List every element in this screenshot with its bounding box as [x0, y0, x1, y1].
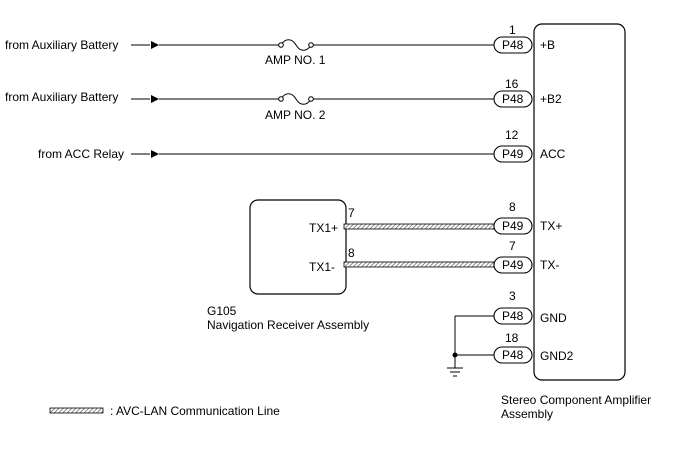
nav-pin-number: 7 — [348, 206, 355, 220]
nav-terminal-label: TX1+ — [309, 221, 338, 235]
connector-label: P48 — [502, 348, 524, 362]
fuse-icon — [280, 93, 312, 105]
terminal-label: ACC — [540, 147, 566, 161]
terminal-label: GND — [540, 311, 567, 325]
junction-dot — [452, 352, 458, 358]
terminal-label: +B2 — [540, 92, 562, 106]
connector-pill — [493, 217, 533, 235]
input-line-3: from ACC Relay 12 P49 ACC — [38, 128, 566, 163]
connector-label: P48 — [502, 309, 524, 323]
navigation-receiver-box — [249, 199, 347, 295]
input-line-2: from Auxiliary Battery AMP NO. 2 16 P48 … — [5, 77, 562, 122]
amplifier-name-line1: Stereo Component Amplifier — [501, 393, 651, 407]
comm-line-tx-minus: TX1- 8 7 P49 TX- — [309, 239, 559, 274]
connector-label: P48 — [502, 38, 524, 52]
input-line-1: from Auxiliary Battery AMP NO. 1 1 P48 +… — [5, 23, 555, 67]
ground-wiring — [447, 315, 494, 377]
input-source-label: from Auxiliary Battery — [5, 90, 118, 104]
pin-number: 8 — [509, 200, 516, 214]
amplifier-box — [533, 23, 626, 381]
avc-lan-line — [343, 223, 495, 230]
legend-label: : AVC-LAN Communication Line — [110, 404, 280, 418]
pin-number: 1 — [509, 23, 516, 37]
terminal-label: GND2 — [540, 349, 574, 363]
pin-number: 18 — [505, 331, 519, 345]
connector-pill — [493, 145, 533, 163]
nav-pin-number: 8 — [348, 246, 355, 260]
ground-line-gnd2: 18 P48 GND2 — [493, 331, 574, 364]
connector-pill — [493, 346, 533, 364]
nav-receiver-code: G105 — [207, 304, 237, 318]
fuse-label: AMP NO. 1 — [265, 53, 326, 67]
pin-number: 16 — [505, 77, 519, 91]
connector-pill — [493, 90, 533, 108]
pin-number: 3 — [509, 289, 516, 303]
nav-receiver-name: Navigation Receiver Assembly — [207, 318, 369, 332]
input-source-label: from ACC Relay — [38, 147, 124, 161]
terminal-label: TX+ — [540, 219, 562, 233]
arrow-icon — [151, 95, 159, 103]
input-source-label: from Auxiliary Battery — [5, 38, 118, 52]
connector-label: P49 — [502, 219, 524, 233]
comm-line-tx-plus: TX1+ 7 8 P49 TX+ — [309, 200, 562, 235]
connector-pill — [493, 307, 533, 325]
connector-pill — [493, 36, 533, 54]
legend-avc-lan-swatch — [49, 407, 104, 414]
ground-line-gnd: 3 P48 GND — [493, 289, 567, 325]
pin-number: 7 — [509, 239, 516, 253]
terminal-label: +B — [540, 38, 555, 52]
connector-label: P49 — [502, 258, 524, 272]
fuse-icon — [280, 39, 312, 51]
pin-number: 12 — [505, 128, 519, 142]
connector-pill — [493, 256, 533, 274]
connector-label: P48 — [502, 92, 524, 106]
connector-label: P49 — [502, 147, 524, 161]
legend: : AVC-LAN Communication Line — [49, 404, 280, 418]
fuse-label: AMP NO. 2 — [265, 108, 326, 122]
arrow-icon — [151, 41, 159, 49]
terminal-label: TX- — [540, 258, 559, 272]
arrow-icon — [151, 150, 159, 158]
nav-terminal-label: TX1- — [309, 260, 335, 274]
avc-lan-line — [343, 261, 495, 268]
ground-icon — [447, 367, 463, 377]
amplifier-name-line2: Assembly — [501, 407, 553, 421]
